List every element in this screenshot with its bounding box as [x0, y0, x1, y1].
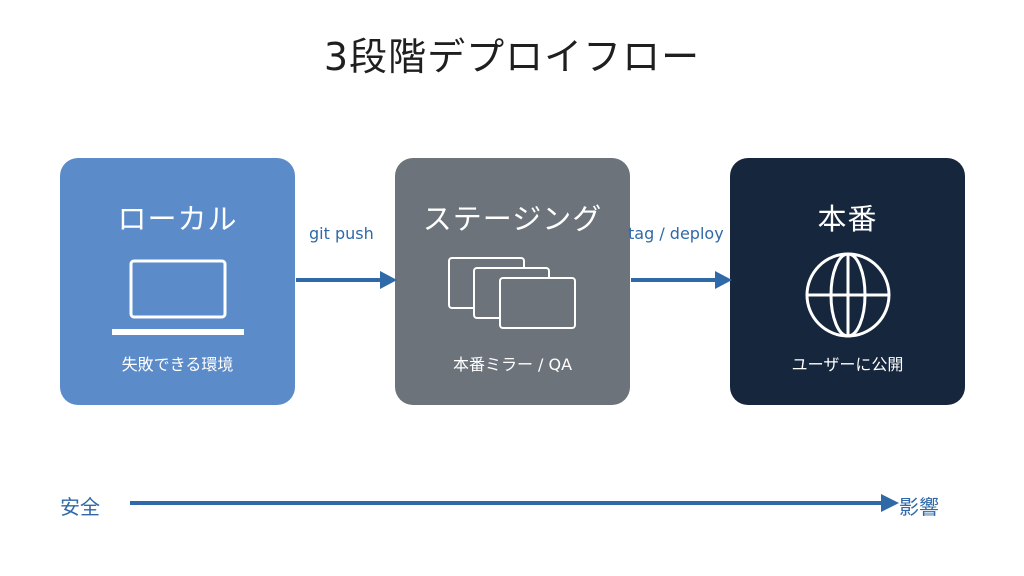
axis-start-label: 安全: [60, 495, 100, 519]
stage-production-description: ユーザーに公開: [791, 355, 904, 374]
stacked-windows-icon: [448, 257, 576, 329]
arrow-local-to-staging-head: [380, 271, 397, 289]
globe-icon: [805, 252, 891, 338]
stage-local-name: ローカル: [117, 202, 238, 236]
stage-local: ローカル 失敗できる環境: [60, 158, 295, 405]
stage-production-name: 本番: [817, 202, 878, 236]
page-title: 3段階デプロイフロー: [323, 35, 701, 79]
stage-staging-description: 本番ミラー / QA: [452, 355, 573, 374]
stage-staging-name: ステージング: [422, 202, 603, 236]
stage-local-description: 失敗できる環境: [121, 355, 234, 374]
axis-end-label: 影響: [899, 495, 939, 519]
laptop-icon: [112, 259, 244, 335]
stage-production: 本番 ユーザーに公開: [730, 158, 965, 405]
arrow-staging-to-production-head: [715, 271, 732, 289]
transition-label-git-push: git push: [309, 224, 374, 243]
risk-axis-arrow-head: [881, 494, 899, 512]
stage-staging: ステージング 本番ミラー / QA: [395, 158, 630, 405]
transition-label-tag-deploy: tag / deploy: [628, 224, 724, 243]
